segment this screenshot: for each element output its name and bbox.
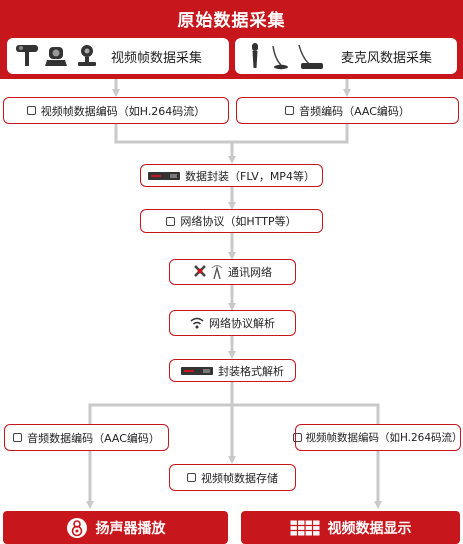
- chip-icon: [187, 473, 196, 482]
- audio-decode-label: 音频数据编码（AAC编码）: [27, 431, 160, 445]
- speaker-icon: [66, 517, 87, 538]
- audio-encode-node: 音频编码（AAC编码）: [236, 97, 459, 124]
- mic-device-icons: [252, 43, 323, 70]
- mic-capture-label: 麦克风数据采集: [341, 50, 433, 66]
- mic-capture-box: 麦克风数据采集: [235, 38, 457, 74]
- speaker-output-bar: 扬声器播放: [3, 511, 228, 544]
- chip-icon: [285, 106, 295, 115]
- video-wall-icon: [290, 520, 319, 535]
- speaker-label: 扬声器播放: [95, 520, 166, 537]
- packaging-label: 数据封装（FLV，MP4等）: [185, 169, 315, 183]
- conference-camera-icon: [45, 47, 67, 66]
- protocol-parse-node: 网络协议解析: [169, 310, 296, 336]
- network-node: 通讯网络: [169, 259, 296, 285]
- protocol-label: 网络协议（如HTTP等）: [180, 215, 297, 228]
- page-title: 原始数据采集: [177, 11, 286, 31]
- desktop-mic-icon: [298, 44, 323, 69]
- video-capture-label: 视频帧数据采集: [111, 50, 203, 66]
- chip-icon: [26, 106, 36, 115]
- satellite-tower-icon: [194, 265, 223, 280]
- webcam-icon: [78, 45, 96, 66]
- video-encode-label: 视频帧数据编码（如H.264码流）: [40, 104, 206, 118]
- chip-icon: [166, 216, 176, 226]
- video-decode-node: 视频帧数据编码（如H.264码流）: [293, 424, 463, 451]
- gooseneck-mic-icon: [272, 45, 288, 70]
- video-encode-node: 视频帧数据编码（如H.264码流）: [3, 97, 229, 124]
- network-label: 通讯网络: [228, 266, 272, 279]
- decoder-device-icon: [181, 366, 213, 375]
- audio-encode-label: 音频编码（AAC编码）: [299, 104, 410, 118]
- wifi-icon: [190, 317, 204, 329]
- chip-icon: [13, 433, 23, 442]
- format-parse-node: 封装格式解析: [169, 359, 296, 382]
- chip-icon: [293, 433, 303, 442]
- audio-decode-node: 音频数据编码（AAC编码）: [4, 424, 169, 451]
- format-parse-label: 封装格式解析: [218, 364, 284, 378]
- video-capture-box: 视频帧数据采集: [7, 38, 229, 74]
- protocol-node: 网络协议（如HTTP等）: [140, 209, 323, 233]
- handheld-mic-icon: [252, 43, 258, 68]
- video-store-node: 视频帧数据存储: [169, 464, 296, 491]
- encoder-device-icon: [148, 171, 181, 180]
- video-store-label: 视频帧数据存储: [201, 471, 278, 485]
- protocol-parse-label: 网络协议解析: [209, 317, 275, 330]
- video-device-icons: [16, 45, 96, 66]
- display-output-bar: 视频数据显示: [241, 511, 460, 544]
- packaging-node: 数据封装（FLV，MP4等）: [140, 164, 323, 187]
- video-decode-label: 视频帧数据编码（如H.264码流）: [305, 432, 463, 444]
- ptz-camera-icon: [16, 45, 38, 66]
- display-label: 视频数据显示: [327, 520, 412, 537]
